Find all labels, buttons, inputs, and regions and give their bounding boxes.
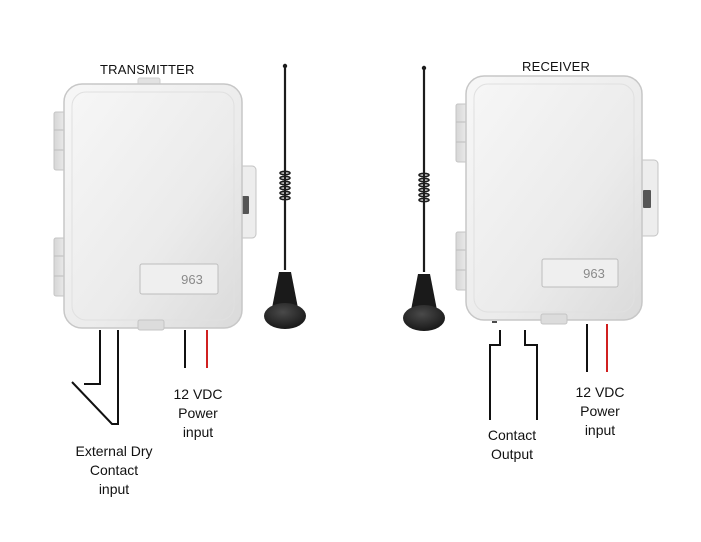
output-label-line: Output: [490, 446, 534, 462]
power-label-line: input: [182, 424, 214, 440]
transmitter-antenna: [264, 63, 306, 329]
label-tag-text: 963: [181, 272, 203, 287]
label-plate: [139, 263, 219, 295]
input-label-line: Contact: [89, 462, 139, 478]
transmitter-power-wires: [184, 330, 208, 368]
power-label-line: 12 VDC: [173, 386, 223, 402]
output-label-line: Contact: [487, 427, 537, 443]
receiver-enclosure: 963: [455, 75, 659, 325]
label-tag-text: 963: [583, 266, 605, 281]
transmitter-power-label: 12 VDC Power input: [150, 385, 246, 442]
input-label-line: External Dry: [75, 443, 153, 459]
transmitter-enclosure: 963: [53, 77, 257, 331]
power-label-line: Power: [580, 403, 620, 419]
power-label-line: 12 VDC: [575, 384, 625, 400]
transmitter-title: TRANSMITTER: [100, 62, 195, 77]
transmitter-input-label: External Dry Contact input: [50, 442, 178, 499]
receiver-title: RECEIVER: [522, 59, 591, 74]
receiver-power-label: 12 VDC Power input: [552, 383, 648, 440]
receiver-output-label: Contact Output: [472, 426, 552, 464]
input-label-line: input: [98, 481, 130, 497]
power-label-line: Power: [178, 405, 218, 421]
label-plate: [541, 258, 619, 288]
receiver-antenna: [403, 65, 445, 331]
receiver-power-wires: [586, 324, 608, 372]
receiver-output-wires: [489, 321, 538, 420]
transmitter-input-wires: [71, 330, 119, 425]
power-label-line: input: [584, 422, 616, 438]
